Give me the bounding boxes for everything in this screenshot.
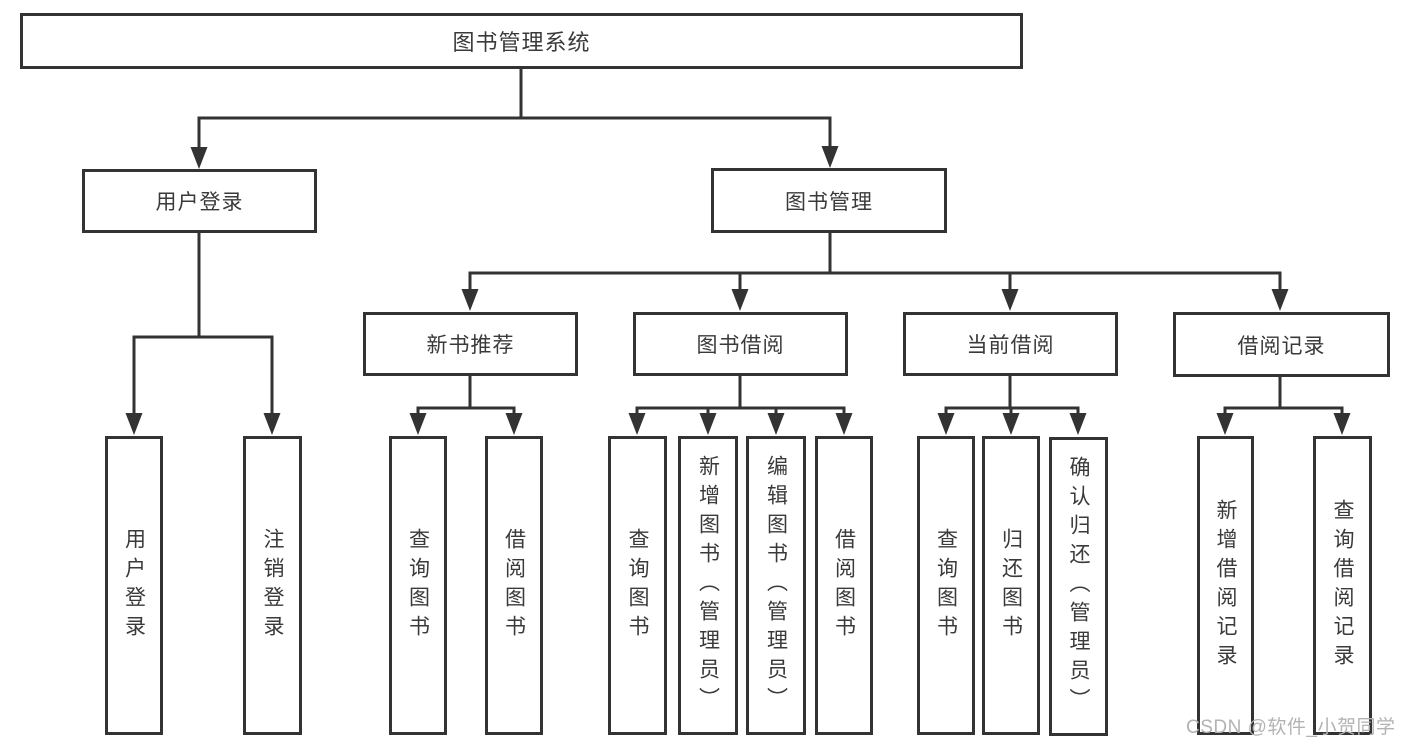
- node-label: 新增借阅记录: [1214, 498, 1237, 673]
- node-book-borrow: 图书借阅: [633, 312, 848, 376]
- node-label: 新增图书（管理员）: [696, 455, 720, 716]
- leaf-add-borrow-record: 新增借阅记录: [1197, 436, 1254, 735]
- node-borrow-records: 借阅记录: [1173, 312, 1390, 377]
- edge-login-to-leaves: [125, 231, 281, 435]
- leaf-query-borrow-record: 查询借阅记录: [1313, 436, 1372, 735]
- leaf-confirm-return-admin: 确认归还（管理员）: [1049, 437, 1108, 736]
- node-label: 确认归还（管理员）: [1067, 456, 1090, 717]
- node-book-management: 图书管理: [711, 168, 947, 233]
- node-label: 查询图书: [406, 527, 430, 644]
- node-label: 图书管理: [785, 190, 873, 214]
- arrow-down-icon: [1333, 413, 1351, 435]
- node-label: 查询图书: [626, 527, 649, 644]
- node-current-borrow: 当前借阅: [903, 312, 1118, 376]
- watermark: CSDN @软件_小贺同学: [1186, 717, 1396, 738]
- node-root-system: 图书管理系统: [20, 13, 1023, 69]
- node-label: 借阅图书: [502, 527, 526, 644]
- node-label: 借阅记录: [1237, 334, 1326, 358]
- arrow-down-icon: [699, 413, 717, 435]
- node-label: 用户登录: [155, 191, 244, 214]
- node-label: 用户登录: [122, 527, 146, 644]
- leaf-edit-books-admin: 编辑图书（管理员）: [746, 436, 806, 735]
- arrow-down-icon: [505, 413, 523, 435]
- arrow-down-icon: [1271, 289, 1289, 311]
- arrow-down-icon: [1069, 413, 1087, 435]
- arrow-down-icon: [461, 289, 479, 311]
- arrow-down-icon: [409, 413, 427, 435]
- leaf-add-books-admin: 新增图书（管理员）: [678, 436, 738, 735]
- node-label: 查询借阅记录: [1331, 498, 1354, 673]
- edge-current-to-leaves: [937, 374, 1087, 435]
- node-label: 编辑图书（管理员）: [764, 455, 788, 716]
- edge-newbook-to-leaves: [409, 374, 523, 435]
- node-label: 查询图书: [934, 527, 958, 644]
- leaf-query-books-borrow: 查询图书: [608, 436, 667, 735]
- node-user-login: 用户登录: [82, 169, 317, 233]
- arrow-down-icon: [767, 413, 785, 435]
- leaf-user-login: 用户登录: [105, 436, 163, 735]
- arrow-down-icon: [263, 413, 281, 435]
- edge-records-to-leaves: [1216, 375, 1351, 435]
- arrow-down-icon: [628, 413, 646, 435]
- arrow-down-icon: [1002, 413, 1020, 435]
- edge-borrow-to-leaves: [628, 374, 853, 435]
- node-label: 归还图书: [999, 527, 1023, 644]
- node-label: 图书借阅: [696, 334, 785, 357]
- leaf-query-books-current: 查询图书: [917, 436, 975, 735]
- arrow-down-icon: [125, 413, 143, 435]
- leaf-return-books: 归还图书: [982, 436, 1040, 735]
- arrow-down-icon: [731, 289, 749, 311]
- node-label: 当前借阅: [966, 334, 1055, 357]
- leaf-logout: 注销登录: [243, 436, 302, 735]
- node-label: 注销登录: [261, 527, 284, 644]
- arrow-down-icon: [821, 146, 839, 168]
- arrow-down-icon: [835, 413, 853, 435]
- leaf-borrow-books-newbook: 借阅图书: [485, 436, 543, 735]
- leaf-borrow-books-borrow: 借阅图书: [815, 436, 873, 735]
- edge-root-to-level2: [190, 67, 839, 169]
- arrow-down-icon: [1001, 289, 1019, 311]
- leaf-query-books-newbook: 查询图书: [389, 436, 447, 735]
- node-label: 图书管理系统: [452, 30, 591, 55]
- arrow-down-icon: [190, 147, 208, 169]
- node-new-book-recommend: 新书推荐: [363, 312, 578, 376]
- node-label: 借阅图书: [832, 527, 856, 644]
- arrow-down-icon: [937, 413, 955, 435]
- arrow-down-icon: [1216, 413, 1234, 435]
- node-label: 新书推荐: [426, 334, 515, 357]
- edge-mgmt-to-level3: [461, 231, 1289, 311]
